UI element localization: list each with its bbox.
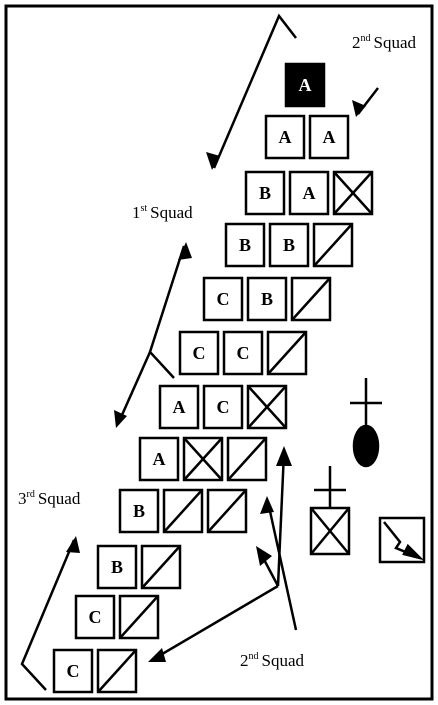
- cell-letter: C: [193, 343, 206, 363]
- cell-letter: B: [283, 235, 295, 255]
- formation-cell: B: [224, 222, 266, 268]
- formation-cell: B: [244, 170, 286, 216]
- cell-letter: A: [173, 397, 186, 417]
- slash-box-icon: [290, 276, 332, 322]
- cell-letter: A: [153, 449, 166, 469]
- arrowhead-icon: [352, 100, 366, 117]
- arrowhead-icon: [276, 446, 292, 466]
- slash-box-icon: [140, 544, 182, 590]
- cell-letter: C: [237, 343, 250, 363]
- page-border: [4, 4, 434, 701]
- slash-box-icon: [206, 488, 248, 534]
- slash-box-icon: [118, 594, 160, 640]
- formation-cell: A: [308, 114, 350, 160]
- formation-cell: B: [268, 222, 310, 268]
- formation-grid: A A A B A B B C B C C A C A B B C C: [52, 62, 374, 694]
- arrowhead-icon: [260, 496, 274, 514]
- squad-arrows: [20, 13, 379, 691]
- formation-cell: C: [202, 384, 244, 430]
- slash-box-icon: [312, 222, 354, 268]
- cell-letter: B: [133, 501, 145, 521]
- formation-cell: B: [118, 488, 160, 534]
- formation-cell: C: [178, 330, 220, 376]
- slash-box-icon: [162, 488, 204, 534]
- cell-letter: B: [239, 235, 251, 255]
- cell-letter: A: [303, 183, 316, 203]
- squad1-bracket-top: [212, 13, 297, 169]
- arrowheads: [66, 100, 366, 662]
- squad2-arrow-1: [151, 584, 279, 662]
- formation-cell: C: [52, 648, 94, 694]
- squad1-bracket-low: [116, 351, 152, 425]
- formation-cell: A: [264, 114, 306, 160]
- formation-cell: A: [288, 170, 330, 216]
- x-box-icon: [332, 170, 374, 216]
- slash-box-icon: [266, 330, 308, 376]
- arrowhead-icon: [206, 152, 220, 170]
- formation-cell: A: [158, 384, 200, 430]
- slash-box-icon: [96, 648, 138, 694]
- formation-cell: C: [202, 276, 244, 322]
- cell-letter: C: [89, 607, 102, 627]
- squad3-bracket: [20, 539, 76, 691]
- arrowhead-icon: [114, 410, 127, 428]
- cell-letter: B: [259, 183, 271, 203]
- cell-letter: A: [299, 75, 312, 95]
- platoon-leader-symbol-icon: [350, 378, 382, 468]
- cell-letter: B: [261, 289, 273, 309]
- x-box-icon: [246, 384, 288, 430]
- cell-letter: B: [111, 557, 123, 577]
- x-box-icon: [182, 436, 224, 482]
- slash-box-icon: [226, 436, 268, 482]
- cell-letter: A: [279, 127, 292, 147]
- cell-letter: A: [323, 127, 336, 147]
- formation-cell: A: [284, 62, 326, 108]
- squad2-arrow-4: [276, 451, 286, 587]
- cell-letter: C: [217, 397, 230, 417]
- leader-x-box-icon: [309, 466, 351, 556]
- formation-cell: B: [246, 276, 288, 322]
- arrowhead-icon: [148, 648, 166, 662]
- formation-cell: C: [74, 594, 116, 640]
- squad2-arrow-3: [266, 501, 298, 631]
- cell-letter: C: [67, 661, 80, 681]
- arrowhead-icon: [256, 546, 272, 566]
- formation-cell: C: [222, 330, 264, 376]
- cell-letter: C: [217, 289, 230, 309]
- arrowhead-icon: [66, 536, 80, 553]
- formation-cell: B: [96, 544, 138, 590]
- arrowhead-icon: [178, 242, 192, 260]
- formation-cell: A: [138, 436, 180, 482]
- radio-operator-icon: [378, 516, 426, 564]
